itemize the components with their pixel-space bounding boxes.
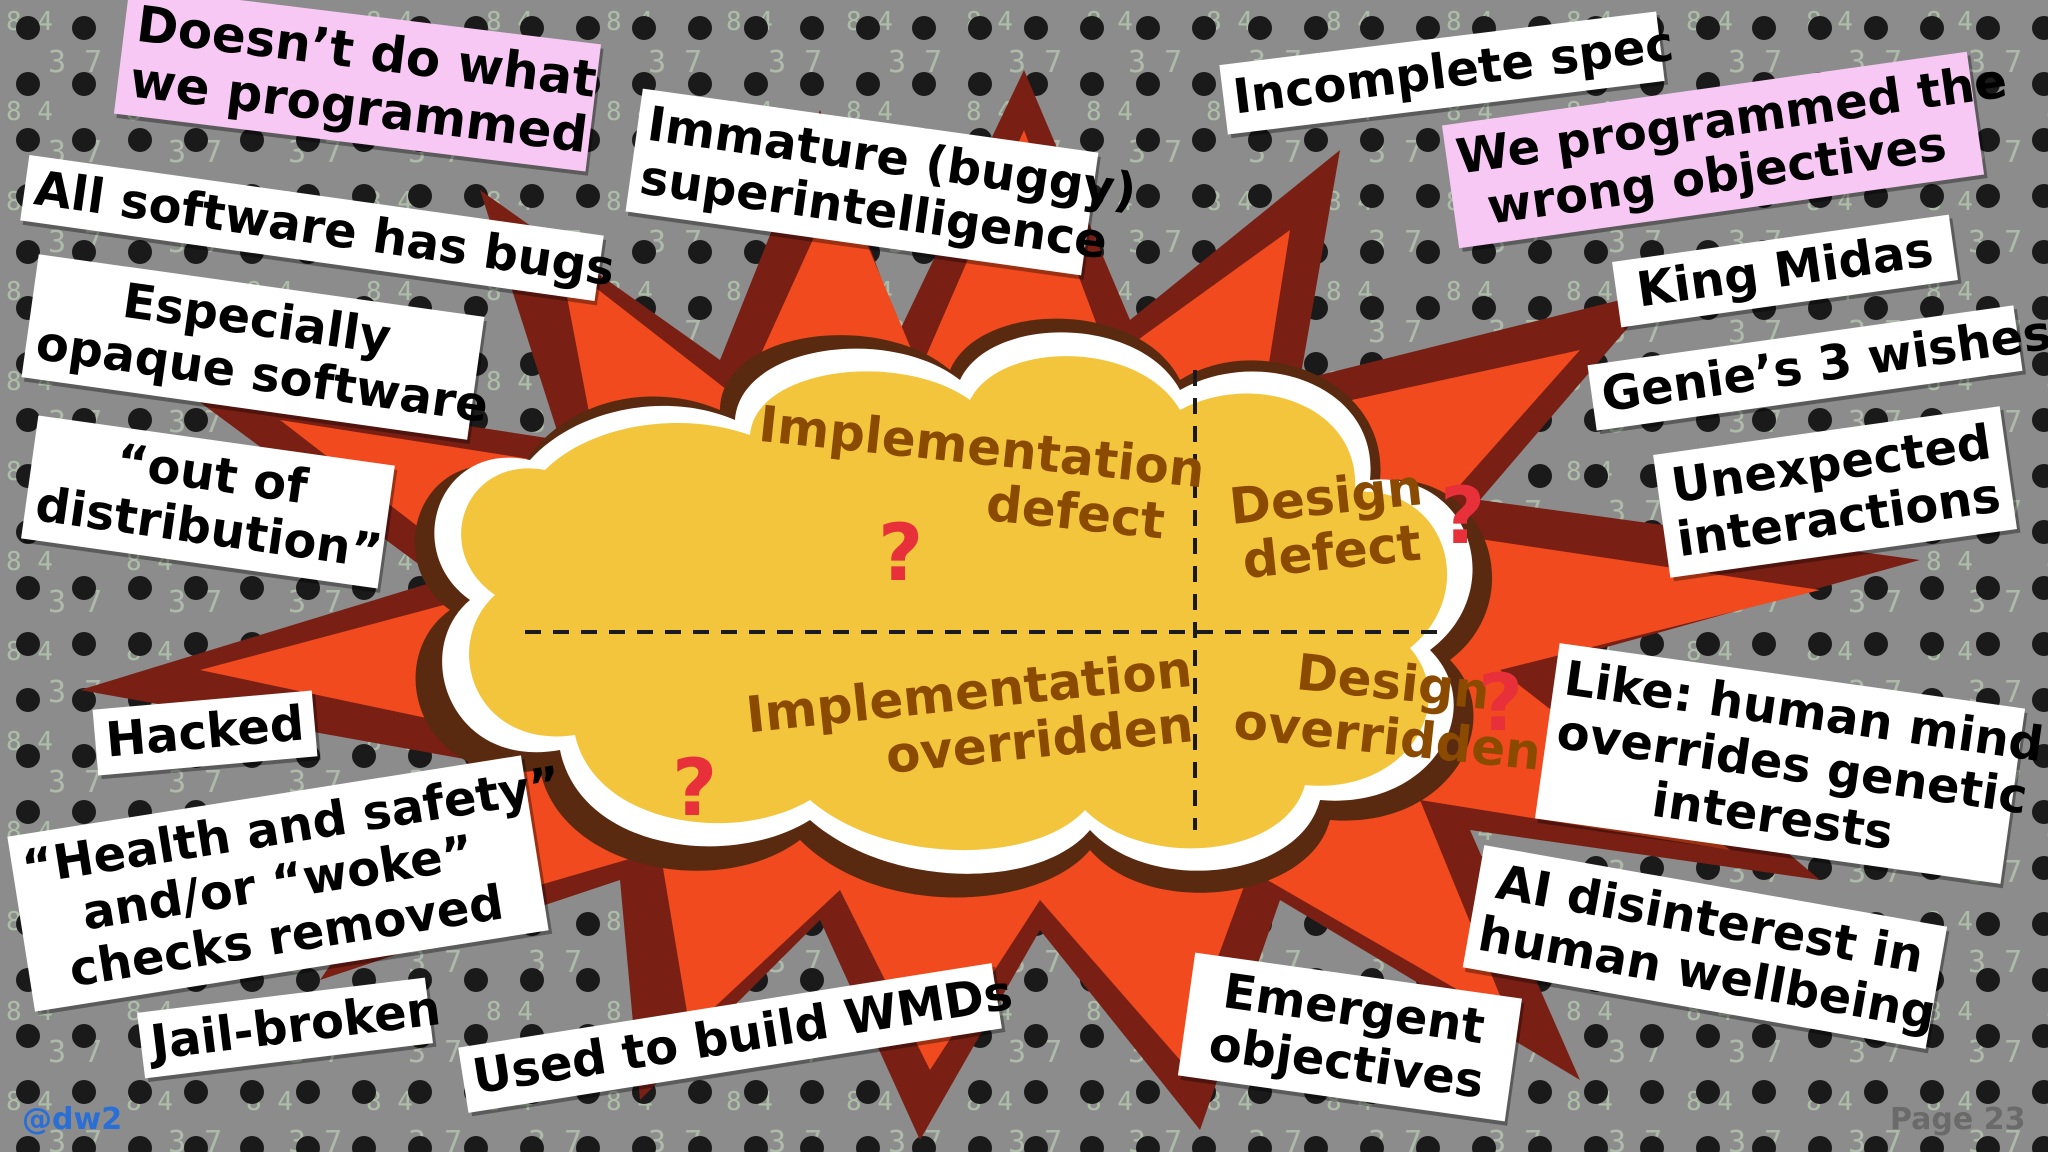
question-mark-tl: ? [878,509,924,599]
question-mark-br: ? [1478,659,1524,749]
author-handle: @dw2 [22,1102,123,1137]
cloud-fill [461,356,1448,851]
question-mark-bl: ? [672,744,718,834]
label-line: Hacked [103,695,307,769]
page-number: Page 23 [1890,1102,2026,1137]
question-mark-tr: ? [1440,472,1486,562]
quadrant-design-defect: Design defect [1227,458,1431,590]
